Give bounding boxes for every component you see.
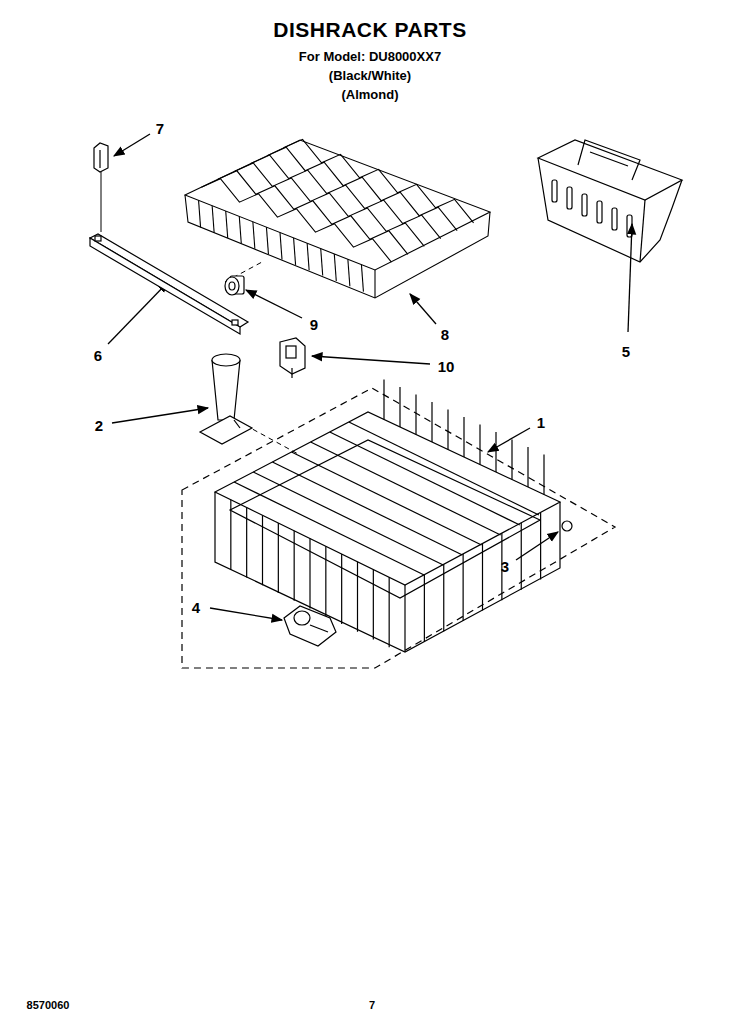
roller-bracket	[280, 338, 305, 378]
rack-stop	[562, 521, 572, 531]
callout-number: 10	[438, 358, 455, 375]
caption-text: (Almond)	[341, 87, 398, 102]
lower-rack	[215, 380, 560, 653]
callout-number: 7	[156, 120, 164, 137]
caption-text: 8570060	[27, 999, 70, 1011]
silverware-basket	[538, 140, 682, 262]
caption-text: For Model: DU8000XX7	[299, 49, 441, 64]
assembly-line	[245, 425, 300, 455]
callout-number: 2	[95, 417, 103, 434]
callout-number: 6	[94, 347, 102, 364]
group-outline	[182, 388, 615, 668]
callout-number: 4	[192, 599, 200, 616]
rack-wheel	[284, 606, 336, 646]
leader-lines	[108, 134, 632, 620]
callout-number: 8	[441, 326, 449, 343]
callout-number: 5	[622, 343, 630, 360]
rack-rail	[90, 234, 248, 334]
rack-roller	[225, 276, 244, 295]
caption-text: 7	[369, 999, 375, 1011]
spray-tower	[200, 354, 252, 444]
upper-rack	[185, 139, 490, 298]
callout-number: 1	[537, 414, 545, 431]
rail-clip	[94, 143, 108, 232]
callout-number: 9	[310, 316, 318, 333]
page-title: DISHRACK PARTS	[273, 18, 466, 42]
caption-text: (Black/White)	[329, 68, 411, 83]
callout-number: 3	[501, 558, 509, 575]
